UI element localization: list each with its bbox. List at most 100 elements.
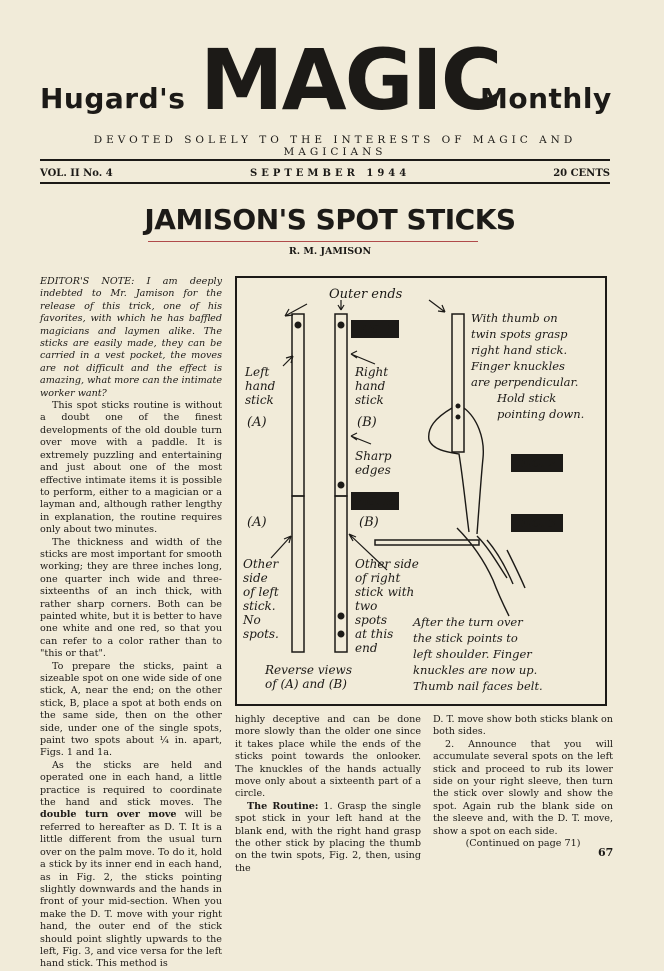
paragraph-4: As the sticks are held and operated one … <box>40 760 222 971</box>
masthead-monthly: Monthly <box>480 82 612 115</box>
label-tw-3: right hand stick. <box>471 343 567 357</box>
page-number: 67 <box>598 846 614 859</box>
label-ors-6: at this <box>355 627 393 641</box>
label-sharp-1: Sharp <box>355 449 392 463</box>
label-right-2: hand <box>355 379 386 393</box>
label-right-3: stick <box>355 393 384 407</box>
label-tw-6: Hold stick <box>496 391 556 405</box>
arrow-left-hand <box>282 355 294 367</box>
label-ors-3: stick with <box>355 585 414 599</box>
label-ors-2: of right <box>355 571 400 585</box>
stick-b-top <box>334 313 348 497</box>
article-author: R. M. JAMISON <box>288 246 372 257</box>
spot-b-4 <box>337 630 345 638</box>
p4-bold: double turn over move <box>40 809 177 821</box>
col3-paragraph-2: 2. Announce that you will accumulate sev… <box>433 738 613 837</box>
label-right-1: Right <box>354 365 388 379</box>
label-other-4: stick. <box>243 599 276 613</box>
stick-a-top <box>291 313 305 497</box>
label-other-3: of left <box>243 585 279 599</box>
fig3-label: FIG. 3 <box>517 517 556 530</box>
arrow-right-hand <box>350 350 376 365</box>
label-tw-2: twin spots grasp <box>471 327 568 341</box>
p4-text-a: As the sticks are held and operated one … <box>40 759 222 809</box>
label-at-1: After the turn over <box>412 615 524 629</box>
fig2-label: FIG. 2 <box>517 457 556 470</box>
label-at-4: knuckles are now up. <box>413 663 537 677</box>
label-tw-1: With thumb on <box>471 311 558 325</box>
issue-date: SEPTEMBER 1944 <box>250 168 411 179</box>
issue-volume: VOL. II No. 4 <box>40 168 113 179</box>
fig1a-box <box>351 492 399 510</box>
spot-fig2-1 <box>455 403 461 409</box>
masthead-hugards: Hugard's <box>40 82 186 115</box>
label-at-2: the stick points to <box>413 631 518 645</box>
label-ors-5: spots <box>355 613 387 627</box>
issue-price: 20 CENTS <box>553 168 610 179</box>
stick-b-bottom <box>334 495 348 653</box>
label-rev-2: of (A) and (B) <box>265 677 347 691</box>
routine-text: 1. Grasp the single spot stick in your l… <box>235 800 421 874</box>
spot-a <box>294 321 302 329</box>
label-rev-1: Reverse views <box>264 663 352 677</box>
label-lower-a: (A) <box>247 515 267 530</box>
label-left-3: stick <box>245 393 274 407</box>
arrow-other-side <box>270 535 292 559</box>
label-tw-5: are perpendicular. <box>471 375 578 389</box>
label-at-5: Thumb nail faces belt. <box>413 679 543 693</box>
column-1: EDITOR'S NOTE: I am deeply indebted to M… <box>40 276 222 971</box>
title-underline <box>148 241 478 242</box>
arrow-right-other-side <box>348 533 388 571</box>
stick-fig3 <box>374 539 480 546</box>
label-sharp-2: edges <box>355 463 391 477</box>
arrow-outer-mid <box>337 300 345 311</box>
figure-illustration: FIG. I FIG. Ia FIG. 2 FIG. 3 Outer ends … <box>235 276 607 706</box>
column-2: highly deceptive and can be done more sl… <box>235 714 421 875</box>
continued-note: (Continued on page 71) <box>465 838 581 850</box>
editor-note: EDITOR'S NOTE: I am deeply indebted to M… <box>40 276 222 399</box>
label-other-1: Other <box>243 557 279 571</box>
label-right-b: (B) <box>357 415 377 430</box>
spot-fig2-2 <box>455 414 461 420</box>
col2-paragraph-2: The Routine: 1. Grasp the single spot st… <box>235 801 421 875</box>
label-lower-b: (B) <box>359 515 379 530</box>
routine-heading: The Routine: <box>247 800 319 812</box>
fig1-label: FIG. I <box>357 323 394 336</box>
paragraph-1: This spot sticks routine is without a do… <box>40 400 222 536</box>
hand-fig2 <box>428 407 484 535</box>
label-tw-7: pointing down. <box>497 407 584 421</box>
label-outer-ends: Outer ends <box>329 287 403 302</box>
spot-b-2 <box>337 481 345 489</box>
stick-fig2 <box>451 313 465 453</box>
rule-bottom <box>40 182 610 184</box>
col2-paragraph-1: highly deceptive and can be done more sl… <box>235 714 421 800</box>
label-left-a: (A) <box>247 415 267 430</box>
label-left-2: hand <box>245 379 276 393</box>
arrow-outer-right <box>428 299 446 313</box>
fig1a-label: FIG. Ia <box>353 495 396 508</box>
arrow-outer-left <box>284 303 308 317</box>
label-at-3: left shoulder. Finger <box>413 647 533 661</box>
tagline: DEVOTED SOLELY TO THE INTERESTS OF MAGIC… <box>93 134 577 158</box>
label-other-5: No <box>242 613 261 627</box>
figure-svg: FIG. I FIG. Ia FIG. 2 FIG. 3 Outer ends … <box>242 287 584 693</box>
fig2-box <box>511 454 563 472</box>
hand-fig3 <box>456 527 526 617</box>
label-ors-1: Other side <box>355 557 419 571</box>
arrow-sharp-edges <box>350 432 372 445</box>
p4-text-c: will be referred to hereafter as D. T. I… <box>40 809 223 970</box>
fig1-box <box>351 320 399 338</box>
paragraph-2: The thickness and width of the sticks ar… <box>40 536 222 660</box>
column-3: D. T. move show both sticks blank on bot… <box>433 714 613 850</box>
col3-paragraph-1: D. T. move show both sticks blank on bot… <box>433 714 613 738</box>
label-ors-4: two <box>355 599 377 613</box>
label-left-1: Left <box>244 365 270 379</box>
spot-b-1 <box>337 321 345 329</box>
label-other-2: side <box>243 571 268 585</box>
article-title: JAMISON'S SPOT STICKS <box>144 203 516 236</box>
label-other-6: spots. <box>243 627 279 641</box>
label-ors-7: end <box>355 641 378 655</box>
stick-a-bottom <box>291 495 305 653</box>
paragraph-3: To prepare the sticks, paint a sizeable … <box>40 660 222 759</box>
label-tw-4: Finger knuckles <box>470 359 565 373</box>
